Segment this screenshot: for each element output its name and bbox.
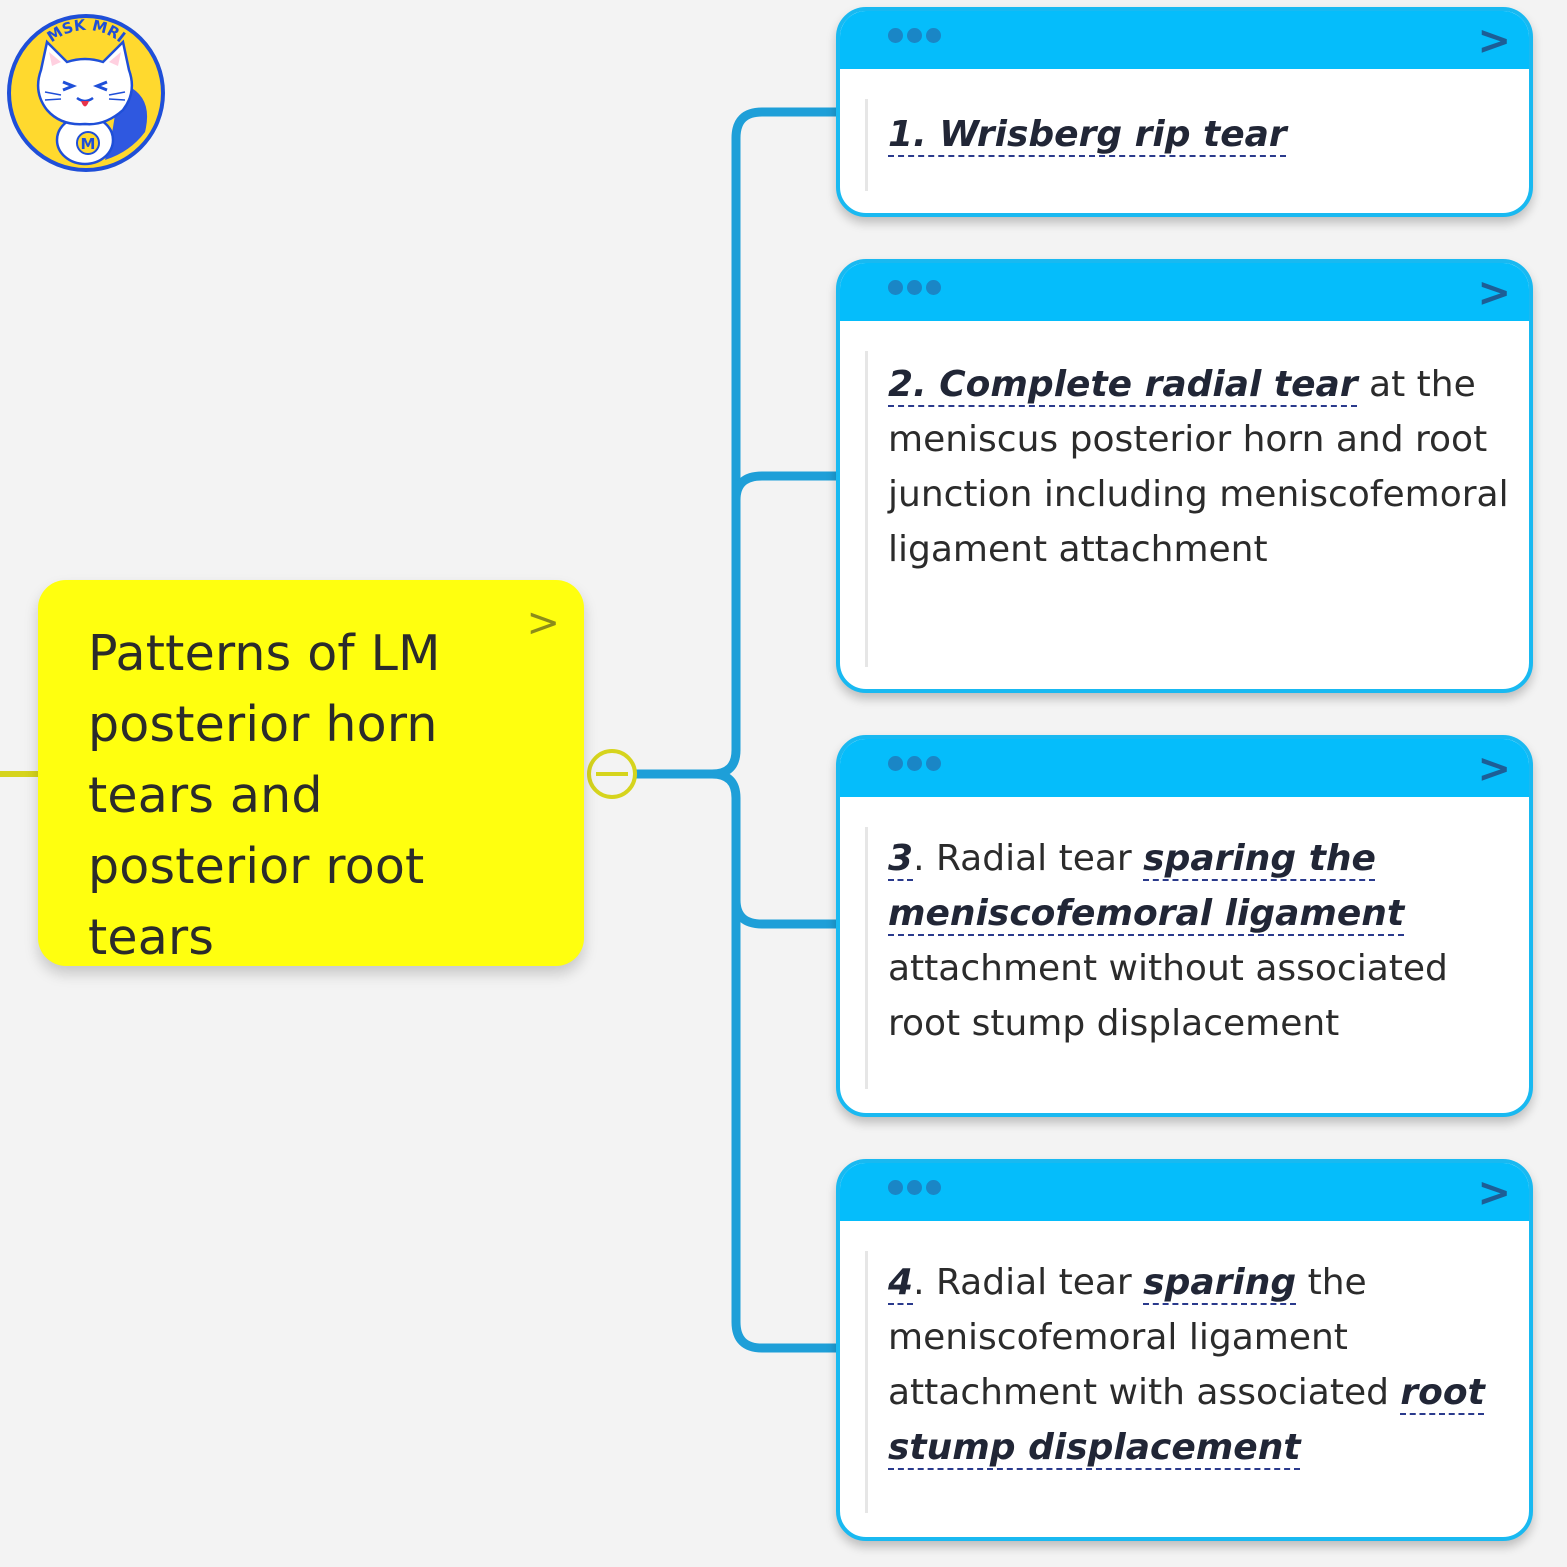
more-dots-icon[interactable] — [888, 1180, 941, 1195]
card-text-bold: 3 — [888, 838, 914, 879]
card-text-bold: 2. Complete radial tear — [888, 364, 1358, 405]
chevron-right-icon[interactable]: > — [1477, 18, 1511, 64]
branch-line-4 — [731, 900, 836, 1353]
card-text-bold: 1. Wrisberg rip tear — [888, 114, 1287, 155]
card-text-bold: 4 — [888, 1262, 914, 1303]
logo-badge-letter: M — [81, 135, 96, 153]
card-text: the meniscofemoral ligament attachment w… — [888, 1262, 1401, 1413]
subtopic-card-1[interactable]: > 1. Wrisberg rip tear — [836, 7, 1533, 217]
central-topic-text: Patterns of LM posterior horn tears and … — [88, 625, 441, 966]
branch-line-3 — [711, 769, 836, 929]
more-dots-icon[interactable] — [888, 280, 941, 295]
card-text-bold: sparing — [1143, 1262, 1297, 1303]
subtopic-card-4[interactable]: > 4. Radial tear sparing the meniscofemo… — [836, 1159, 1533, 1541]
card-header: > — [840, 11, 1529, 69]
chevron-right-icon[interactable]: > — [1477, 746, 1511, 792]
card-body: 4. Radial tear sparing the meniscofemora… — [865, 1251, 1509, 1513]
subtopic-card-3[interactable]: > 3. Radial tear sparing the meniscofemo… — [836, 735, 1533, 1117]
subtopic-card-2[interactable]: > 2. Complete radial tear at the meniscu… — [836, 259, 1533, 693]
chevron-right-icon[interactable]: > — [1477, 270, 1511, 316]
more-dots-icon[interactable] — [888, 756, 941, 771]
card-text: . Radial tear — [913, 1262, 1144, 1303]
chevron-right-icon[interactable]: > — [526, 600, 560, 646]
card-body: 1. Wrisberg rip tear — [865, 99, 1509, 191]
msk-mri-logo: MSK MRI M — [5, 12, 167, 174]
card-body: 2. Complete radial tear at the meniscus … — [865, 351, 1509, 667]
chevron-right-icon[interactable]: > — [1477, 1170, 1511, 1216]
central-topic-node[interactable]: > Patterns of LM posterior horn tears an… — [38, 580, 584, 966]
more-dots-icon[interactable] — [888, 28, 941, 43]
card-header: > — [840, 739, 1529, 797]
card-header: > — [840, 263, 1529, 321]
card-text-bold: sparing the meniscofemoral ligament — [888, 838, 1405, 934]
card-text: attachment without associated root stump… — [888, 948, 1448, 1044]
card-text-bold: root stump displacement — [888, 1372, 1485, 1468]
minus-circle-icon[interactable] — [587, 749, 637, 799]
card-text: . Radial tear — [913, 838, 1144, 879]
card-header: > — [840, 1163, 1529, 1221]
branch-line-2 — [731, 471, 836, 501]
card-body: 3. Radial tear sparing the meniscofemora… — [865, 827, 1509, 1089]
branch-line-1 — [711, 107, 836, 779]
card-text: at the meniscus posterior horn and root … — [888, 364, 1509, 570]
